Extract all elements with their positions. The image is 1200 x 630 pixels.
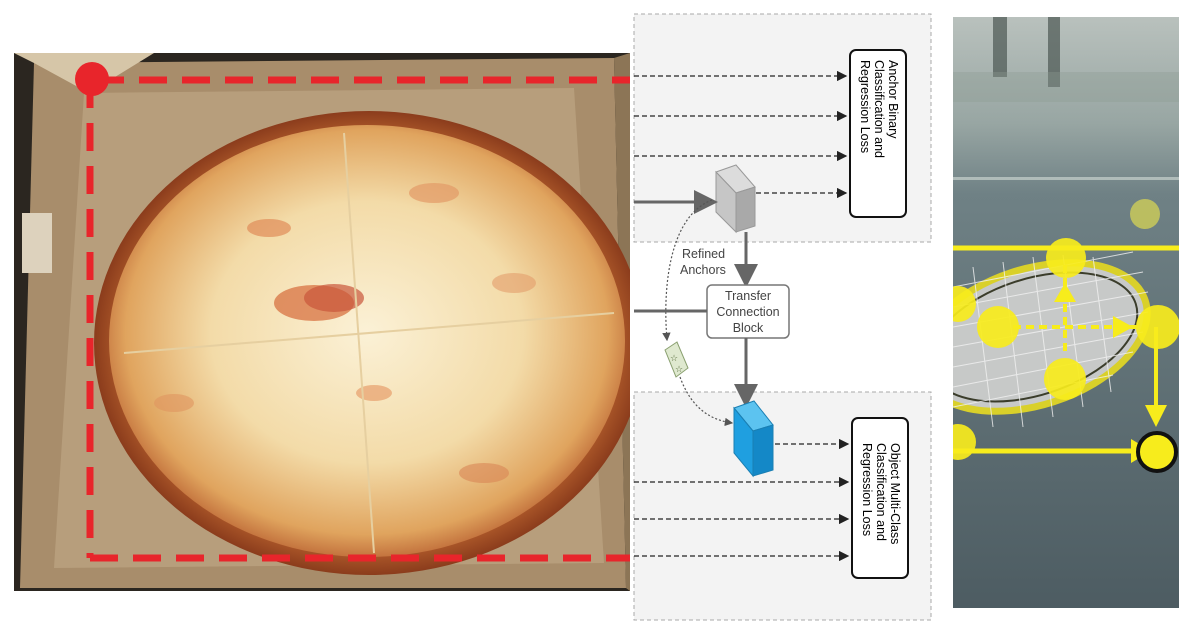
star-anchor-icon: ☆ ☆ (664, 341, 689, 378)
anchor-loss-line-1: Anchor Binary (886, 60, 900, 139)
svg-text:☆: ☆ (675, 365, 683, 375)
tcb-line-2: Connection (716, 305, 779, 319)
architecture-diagram-panel: Anchor Binary Classification and Regress… (632, 0, 942, 630)
anchor-loss-box: Anchor Binary Classification and Regress… (849, 49, 907, 218)
object-loss-line-3: Regression Loss (860, 443, 874, 536)
keypoint (953, 424, 976, 460)
object-loss-box: Object Multi-Class Classification and Re… (851, 417, 909, 579)
tcb-line-1: Transfer (725, 289, 771, 303)
keypoint (977, 306, 1019, 348)
tennis-racket-photo-panel (953, 17, 1179, 608)
bounding-box (75, 62, 630, 562)
tennis-racket-photo (953, 17, 1179, 608)
refined-anchors-line-1: Refined (682, 247, 725, 261)
refined-anchors-line-2: Anchors (680, 263, 726, 277)
pizza-cheese (109, 125, 625, 557)
pizza-photo (14, 53, 630, 591)
keypoint (1136, 305, 1179, 349)
tennis-ball (1130, 199, 1160, 229)
corner-point (75, 62, 109, 96)
architecture-diagram: Anchor Binary Classification and Regress… (633, 13, 932, 621)
keypoint (1044, 358, 1086, 400)
svg-text:☆: ☆ (670, 354, 678, 364)
pizza-photo-panel (14, 53, 630, 591)
keypoints (953, 238, 1179, 473)
object-loss-line-2: Classification and (874, 443, 888, 541)
gray-feature-cube (715, 164, 756, 234)
anchor-loss-line-3: Regression Loss (858, 60, 872, 153)
anchor-loss-line-2: Classification and (872, 60, 886, 158)
keypoint (953, 286, 976, 322)
keypoint (1046, 238, 1086, 278)
object-loss-line-1: Object Multi-Class (888, 443, 902, 544)
keypoint-target (1136, 431, 1178, 473)
transfer-connection-block: Transfer Connection Block (706, 284, 790, 339)
blue-feature-cube (733, 400, 774, 478)
tcb-line-3: Block (733, 321, 764, 335)
